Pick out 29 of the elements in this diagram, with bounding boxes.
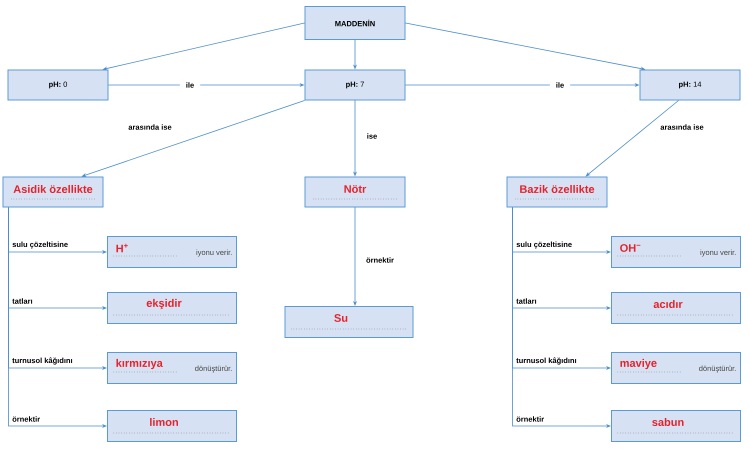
answer-box (107, 236, 237, 268)
answer-text: acıdır (654, 300, 682, 308)
label-box (304, 6, 406, 40)
heading-box (304, 176, 406, 208)
answer-box (284, 306, 414, 338)
label-box (8, 70, 108, 100)
answer-text: OH$^{−}$ (620, 244, 640, 252)
heading-box (506, 176, 608, 208)
answer-box (611, 236, 741, 268)
answer-text: Su (334, 314, 348, 322)
answer-text: kırmızıya (116, 358, 163, 370)
answer-text: Nötr (344, 185, 366, 193)
answer-box (107, 352, 237, 384)
label-box (304, 70, 406, 100)
answer-box (611, 410, 741, 442)
answer-text: maviye (620, 358, 657, 370)
arrow (586, 100, 679, 176)
label-box (640, 70, 740, 100)
answer-text: H$^{+}$ (116, 244, 128, 252)
heading-box (2, 176, 104, 208)
answer-box (107, 410, 237, 442)
answer-box (611, 352, 741, 384)
answer-box (611, 292, 741, 324)
answer-text: ekşidir (146, 298, 182, 310)
answer-text: Bazik özellikte (520, 184, 594, 194)
answer-text: Asidik özellikte (14, 184, 92, 194)
answer-text: sabun (652, 418, 684, 426)
answer-box (107, 292, 237, 324)
answer-text: limon (150, 418, 178, 426)
